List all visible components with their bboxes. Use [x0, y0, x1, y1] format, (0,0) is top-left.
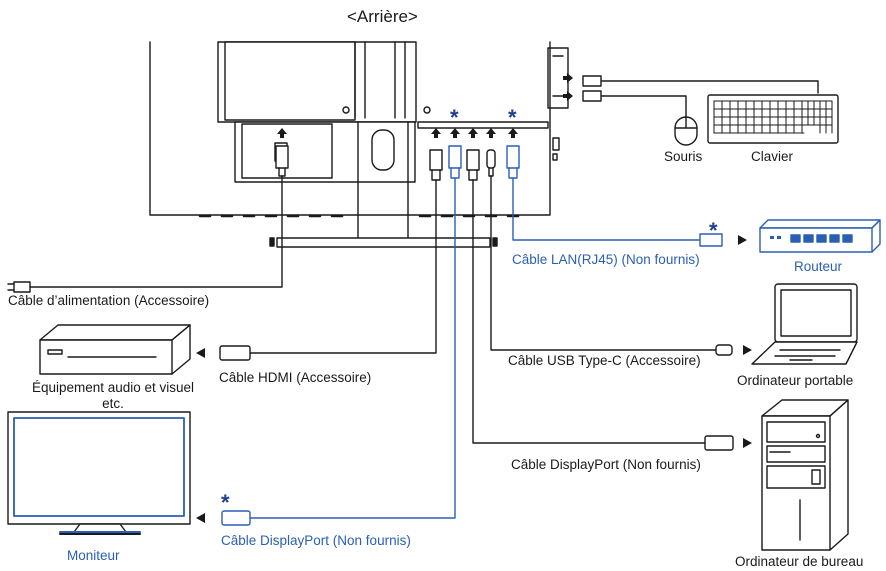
av-equipment-label: Équipement audio et visuel etc.: [31, 380, 195, 411]
not-supplied-marker: *: [450, 105, 459, 130]
port-arrows: [277, 73, 573, 138]
keyboard-label: Clavier: [751, 149, 794, 164]
desktop-label: Ordinateur de bureau: [735, 554, 864, 569]
lan-cable-label: Câble LAN(RJ45) (Non fournis): [512, 252, 700, 267]
laptop: [751, 283, 858, 365]
mouse: [674, 116, 698, 146]
monitor-label: Moniteur: [67, 548, 120, 563]
laptop-label: Ordinateur portable: [737, 373, 854, 388]
usbc-cable-label: Câble USB Type-C (Accessoire): [508, 353, 701, 368]
router-label: Routeur: [794, 259, 843, 274]
not-supplied-marker: *: [709, 218, 718, 243]
monitor-rear: [149, 41, 569, 248]
desktop-tower: [761, 399, 849, 551]
not-supplied-marker: *: [221, 490, 230, 515]
mouse-label: Souris: [664, 149, 703, 164]
not-supplied-marker: *: [508, 105, 517, 130]
cables: [29, 80, 819, 519]
dp-cable-pc-label: Câble DisplayPort (Non fournis): [511, 457, 701, 472]
cable-ends: [7, 75, 734, 526]
page-title: <Arrière>: [347, 7, 418, 26]
power-cable-label: Câble d’alimentation (Accessoire): [8, 293, 210, 308]
hdmi-cable-label: Câble HDMI (Accessoire): [219, 370, 372, 385]
monitor-connectors: [275, 145, 520, 181]
monitor-front: [7, 411, 191, 535]
keyboard: [707, 94, 839, 144]
device-arrows: [196, 235, 752, 523]
router: [759, 219, 881, 253]
av-equipment: [39, 324, 191, 375]
dp-cable-monitor-label: Câble DisplayPort (Non fournis): [221, 533, 411, 548]
